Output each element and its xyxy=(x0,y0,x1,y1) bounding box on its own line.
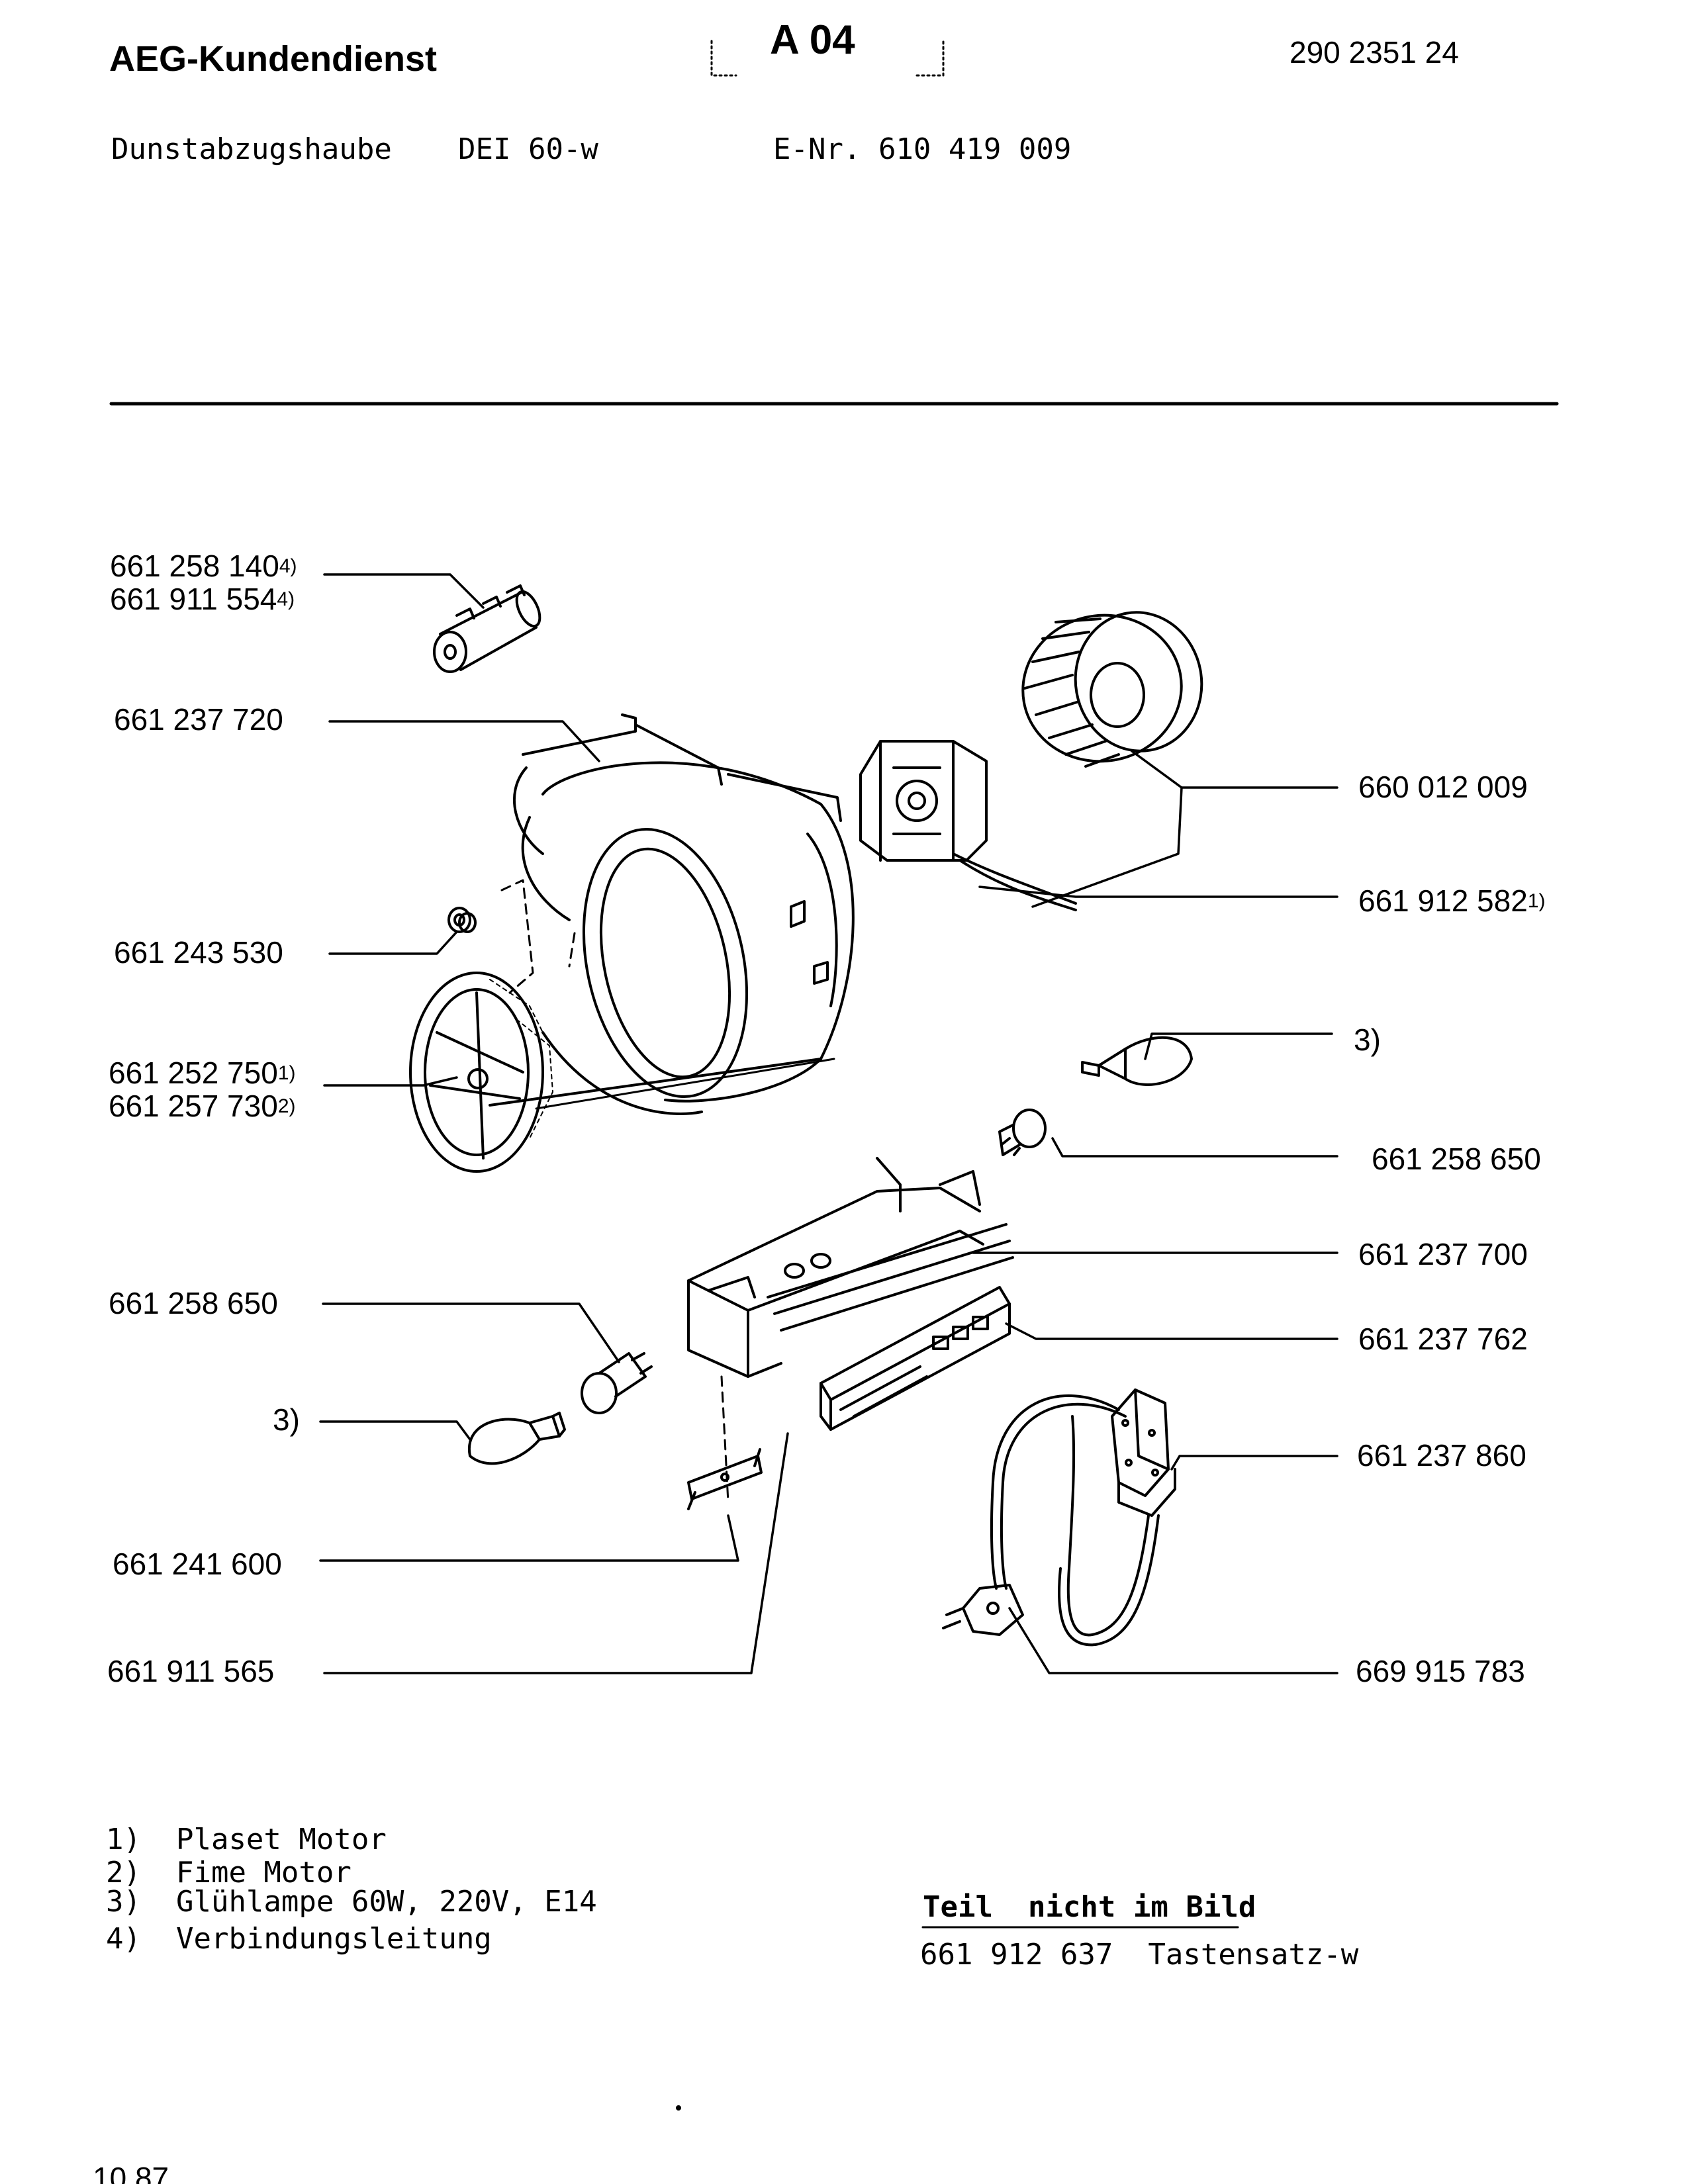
footnote-3: 3) Glühlampe 60W, 220V, E14 xyxy=(106,1885,597,1919)
callout-grommet: 661 243 530 xyxy=(114,935,283,970)
callout-fan-wheel: 660 012 009 xyxy=(1358,770,1528,804)
callout-base-frame: 661 237 700 xyxy=(1358,1237,1528,1271)
callout-lampholder-left: 661 258 650 xyxy=(109,1286,278,1320)
lampholder-left-part xyxy=(581,1352,653,1414)
blower-housing xyxy=(489,713,855,1115)
connector-part xyxy=(433,584,541,673)
control-panel-part xyxy=(820,1286,1011,1431)
section-code: A 04 xyxy=(770,17,855,63)
motor-part xyxy=(859,740,1077,911)
doc-number: 290 2351 24 xyxy=(1289,35,1459,69)
product-enr: E-Nr. 610 419 009 xyxy=(773,132,1072,166)
assembly-lines xyxy=(500,879,729,1504)
callout-junction-box: 661 237 860 xyxy=(1357,1438,1526,1473)
not-shown-part: 661 912 637 Tastensatz-w xyxy=(920,1938,1359,1972)
footnote-4: 4) Verbindungsleitung xyxy=(106,1922,492,1956)
bulb-left-part xyxy=(467,1412,566,1465)
footer-date: 10.87 xyxy=(93,2161,169,2184)
mains-cable-part xyxy=(942,1394,1160,1647)
bulb-right-part xyxy=(1081,1036,1193,1086)
callout-lampholder-right: 661 258 650 xyxy=(1372,1142,1541,1176)
product-model: DEI 60-w xyxy=(458,132,598,166)
grommet-part xyxy=(447,907,477,933)
brand-title: AEG-Kundendienst xyxy=(109,39,437,79)
callout-bulb-left: 3) xyxy=(273,1402,300,1437)
junction-box-part xyxy=(1111,1388,1176,1517)
product-type: Dunstabzugshaube xyxy=(111,132,392,166)
scan-speck xyxy=(676,2105,681,2111)
leader-lines xyxy=(319,573,1338,1674)
callout-switch-left: 661 911 565 xyxy=(107,1654,275,1688)
callout-motor-plate-a: 661 252 7501) xyxy=(109,1056,296,1090)
callout-control-panel: 661 237 762 xyxy=(1358,1322,1528,1356)
section-code-brackets xyxy=(710,40,945,77)
footnote-1: 1) Plaset Motor xyxy=(106,1823,387,1856)
footnote-2: 2) Fime Motor xyxy=(106,1856,352,1889)
not-shown-heading: Teil nicht im Bild xyxy=(923,1890,1256,1924)
callout-connector-a: 661 258 1404) xyxy=(110,549,297,583)
bracket-part xyxy=(687,1448,763,1510)
callout-bracket: 661 241 600 xyxy=(113,1547,282,1581)
callout-housing: 661 237 720 xyxy=(114,702,283,737)
callout-motor: 661 912 5821) xyxy=(1358,884,1546,918)
base-frame-part xyxy=(687,1157,1014,1378)
lampholder-right-part xyxy=(998,1109,1047,1156)
callout-connector-b: 661 911 5544) xyxy=(110,582,295,616)
motor-plate-part xyxy=(409,972,553,1173)
fan-wheel-part xyxy=(1021,611,1203,768)
callout-motor-plate-b: 661 257 7302) xyxy=(109,1089,296,1123)
callout-bulb-right: 3) xyxy=(1354,1023,1381,1057)
callout-mains-cable: 669 915 783 xyxy=(1356,1654,1525,1688)
